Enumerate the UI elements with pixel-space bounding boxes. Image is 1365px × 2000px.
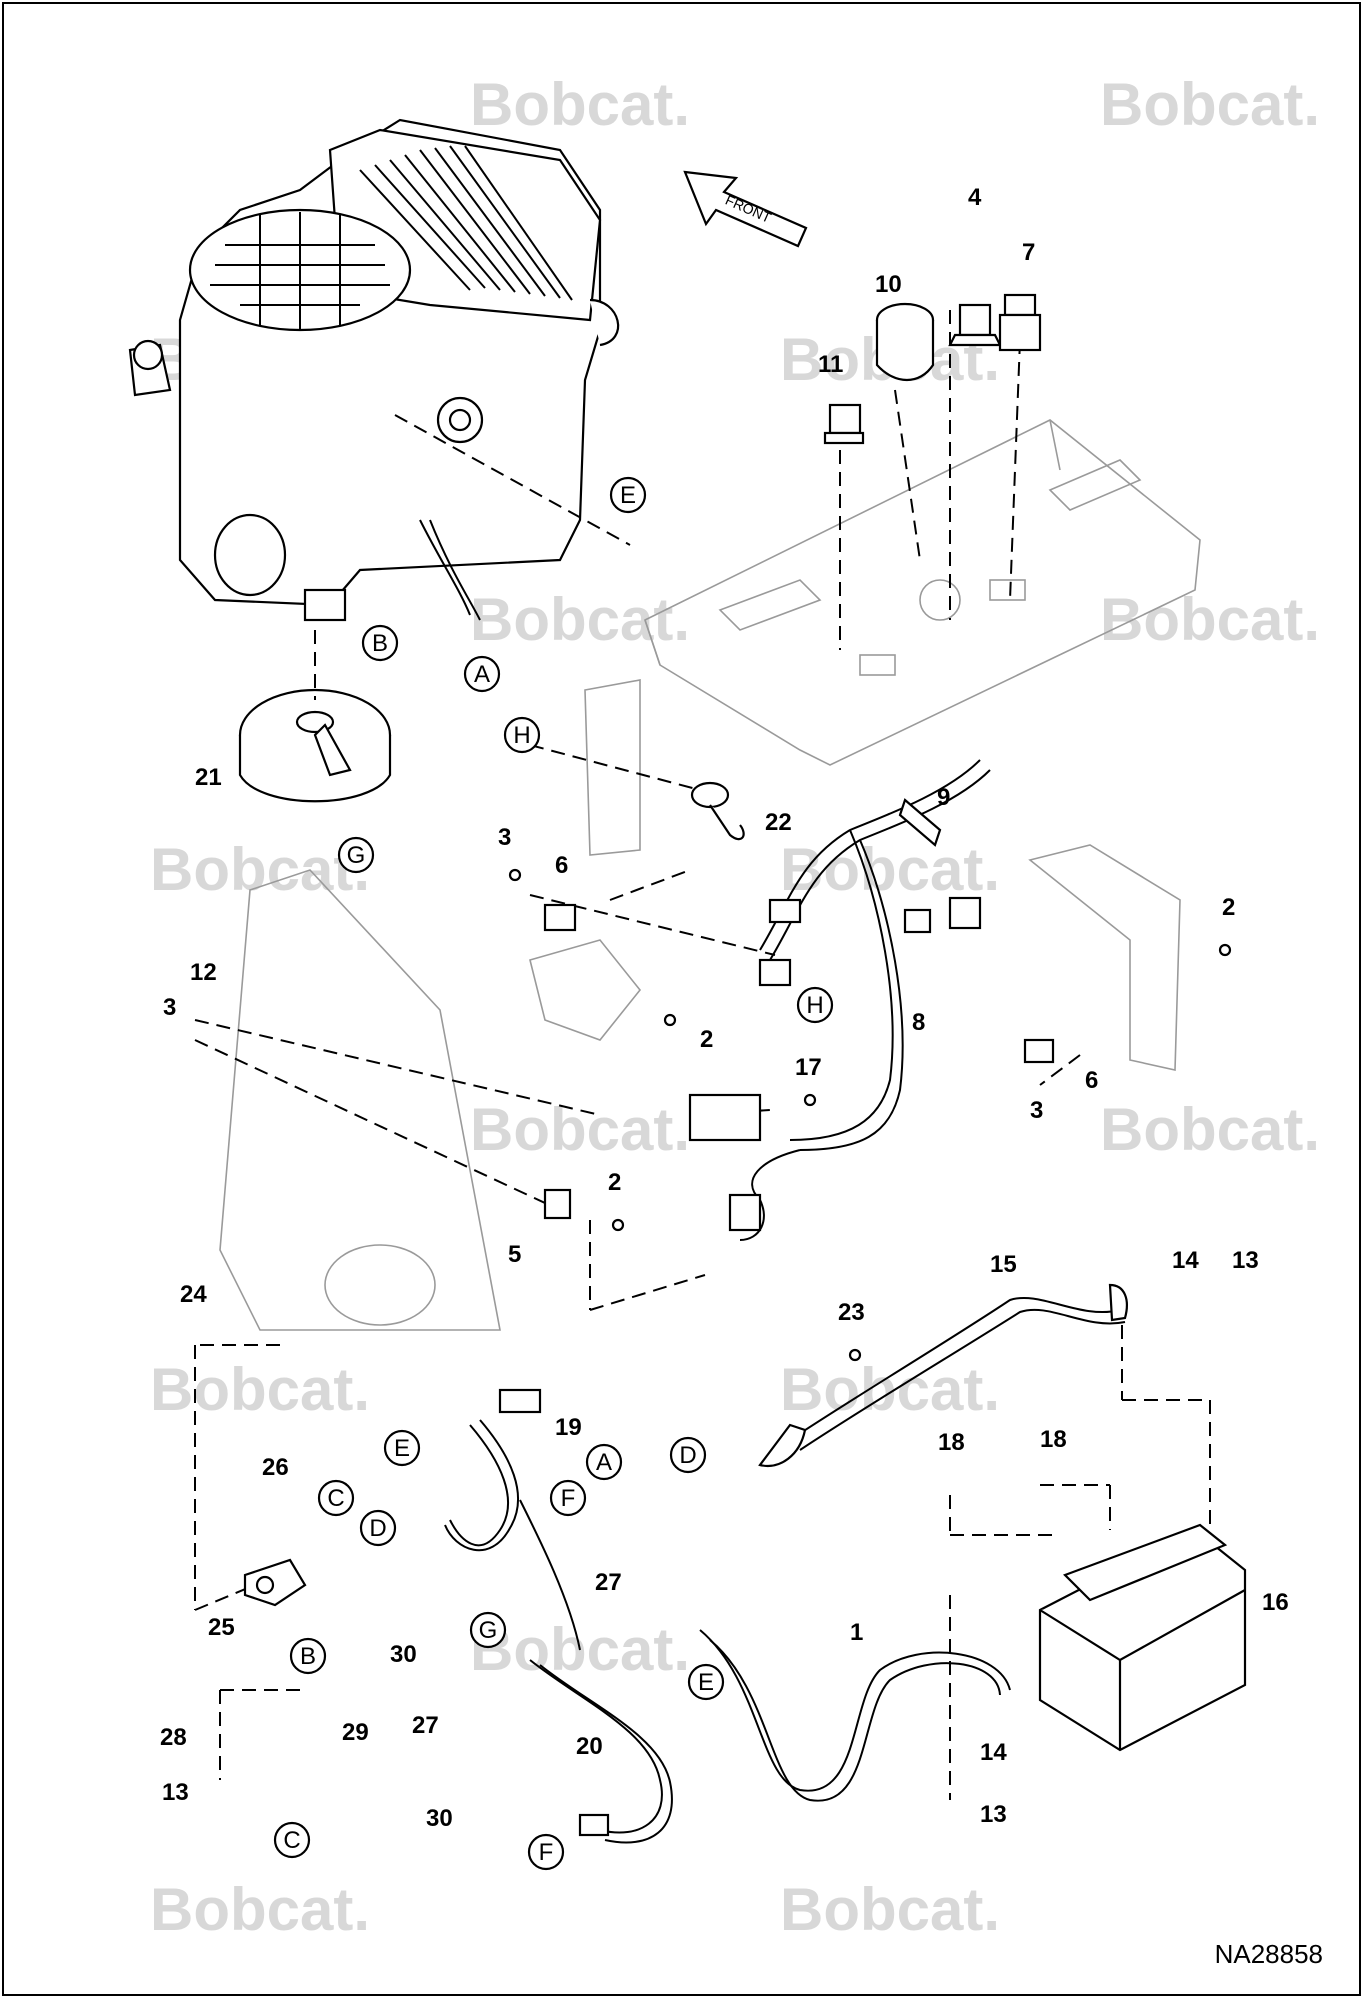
part-number: 20 xyxy=(576,1733,603,1760)
part-number: 2 xyxy=(1222,894,1235,921)
small-parts xyxy=(508,293,1232,1362)
watermark: Bobcat. xyxy=(150,1876,370,1943)
part-number: 6 xyxy=(1085,1067,1098,1094)
main-harness xyxy=(688,759,991,1241)
part-number: 3 xyxy=(1030,1097,1043,1124)
part-number: 13 xyxy=(1232,1247,1259,1274)
battery-cable-15 xyxy=(758,1283,1128,1468)
watermark: Bobcat. xyxy=(1100,1096,1320,1163)
part-number: 14 xyxy=(980,1739,1007,1766)
part-number: 24 xyxy=(180,1281,207,1308)
part-number: 1 xyxy=(850,1619,863,1646)
part-number: 30 xyxy=(390,1641,417,1668)
callout-B: B xyxy=(372,630,388,657)
callout-E: E xyxy=(698,1669,714,1696)
part-number: 11 xyxy=(818,351,843,378)
watermark: Bobcat. xyxy=(150,836,370,903)
clutch xyxy=(238,630,392,803)
part-number: 26 xyxy=(262,1454,289,1481)
watermark: Bobcat. xyxy=(1100,586,1320,653)
callout-B: B xyxy=(300,1643,316,1670)
callout-F: F xyxy=(539,1839,554,1866)
watermark: Bobcat. xyxy=(470,586,690,653)
part-number: 2 xyxy=(608,1169,621,1196)
part-number: 13 xyxy=(980,1801,1007,1828)
part-number: 21 xyxy=(195,764,222,791)
part-number: 16 xyxy=(1262,1589,1289,1616)
callout-G: G xyxy=(479,1617,498,1644)
part-number: 14 xyxy=(1172,1247,1199,1274)
part-number: 25 xyxy=(208,1614,235,1641)
callout-C: C xyxy=(283,1827,300,1854)
callout-E: E xyxy=(394,1435,410,1462)
battery-cable-1 xyxy=(699,1629,1011,1802)
watermark: Bobcat. xyxy=(780,1876,1000,1943)
watermark: Bobcat. xyxy=(470,71,690,138)
part-number: 15 xyxy=(990,1251,1017,1278)
part-number: 7 xyxy=(1022,239,1035,266)
part-number: 10 xyxy=(875,271,902,298)
part-number: 28 xyxy=(160,1724,187,1751)
part-number: 29 xyxy=(342,1719,369,1746)
solenoid xyxy=(243,1558,307,1607)
part-number: 6 xyxy=(555,852,568,879)
part-number: 3 xyxy=(498,824,511,851)
part-number: 12 xyxy=(190,959,217,986)
callout-H: H xyxy=(806,992,823,1019)
callout-A: A xyxy=(596,1449,612,1476)
document-id: NA28858 xyxy=(1214,1939,1323,1969)
wire-20 xyxy=(529,1659,673,1844)
part-number: 18 xyxy=(938,1429,965,1456)
part-number: 2 xyxy=(700,1026,713,1053)
part-number: 4 xyxy=(968,184,982,211)
part-number: 8 xyxy=(912,1009,925,1036)
part-number: 9 xyxy=(937,784,950,811)
part-number: 23 xyxy=(838,1299,865,1326)
part-number: 17 xyxy=(795,1054,822,1081)
part-number: 30 xyxy=(426,1805,453,1832)
part-number: 18 xyxy=(1040,1426,1067,1453)
watermark: Bobcat. xyxy=(780,836,1000,903)
part-number: 13 xyxy=(162,1779,189,1806)
callout-H: H xyxy=(513,722,530,749)
part-number: 5 xyxy=(508,1241,521,1268)
callout-D: D xyxy=(369,1515,386,1542)
part-number: 22 xyxy=(765,809,792,836)
callout-letters: E B A H G H D E A F C D G E B C F xyxy=(273,476,834,1871)
watermark: Bobcat. xyxy=(150,1356,370,1423)
callout-C: C xyxy=(327,1485,344,1512)
part-number: 27 xyxy=(412,1712,439,1739)
engine xyxy=(128,118,620,622)
watermark: Bobcat. xyxy=(1100,71,1320,138)
part-number: 3 xyxy=(163,994,176,1021)
leader-lines xyxy=(194,310,1211,1800)
part-number: 27 xyxy=(595,1569,622,1596)
harness-19 xyxy=(444,1388,581,1651)
callout-G: G xyxy=(347,842,366,869)
callout-E: E xyxy=(620,482,636,509)
part-number: 19 xyxy=(555,1414,582,1441)
watermark: Bobcat. xyxy=(470,1096,690,1163)
console-frame xyxy=(219,419,1201,1331)
callout-A: A xyxy=(474,661,490,688)
part-numbers: 4 7 10 11 21 22 9 3 6 2 12 3 2 8 17 6 3 … xyxy=(160,184,1289,1832)
callout-D: D xyxy=(679,1442,696,1469)
callout-F: F xyxy=(561,1485,576,1512)
watermark: Bobcat. xyxy=(780,1356,1000,1423)
battery xyxy=(1038,1523,1247,1752)
front-arrow: FRONT xyxy=(683,170,808,248)
